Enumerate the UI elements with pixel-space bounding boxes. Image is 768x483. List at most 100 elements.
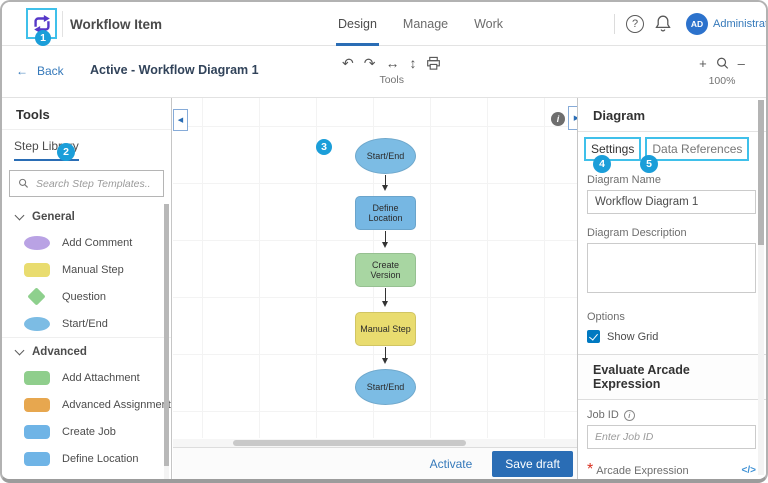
callout-badge-3: 3	[316, 139, 332, 155]
divider	[62, 11, 63, 37]
step-template-item[interactable]: Start/End	[2, 310, 171, 337]
ellipse-shape-icon	[24, 316, 50, 331]
rect-shape-icon	[24, 478, 50, 479]
flow-arrow	[380, 231, 390, 248]
rect-shape-icon	[24, 424, 50, 439]
job-id-label: Job ID	[587, 409, 619, 421]
diagram-description-label: Diagram Description	[587, 227, 687, 239]
step-template-label: Question	[62, 290, 107, 303]
zoom-out-button[interactable]: –	[737, 56, 745, 71]
tools-panel-title: Tools	[2, 98, 171, 130]
top-bar: Workflow Item Design Manage Work ? AD Ad…	[2, 2, 766, 46]
step-template-item[interactable]: Define Location	[2, 445, 171, 472]
help-icon[interactable]: ?	[626, 15, 644, 33]
diagram-node[interactable]: Start/End	[355, 369, 416, 405]
ellipse-shape-icon	[24, 235, 50, 250]
section-label: Advanced	[32, 346, 87, 358]
callout-badge-4: 4	[593, 155, 611, 173]
tab-data-references[interactable]: Data References	[645, 137, 750, 161]
diagram-node[interactable]: Manual Step	[355, 312, 416, 346]
step-template-item[interactable]: Add Attachment	[2, 364, 171, 391]
fit-height-icon[interactable]: ↕	[409, 55, 417, 71]
chevron-down-icon	[14, 345, 25, 356]
zoom-group: + – 100%	[694, 56, 750, 87]
step-template-item[interactable]: Run GP Service	[2, 472, 171, 479]
settings-form: Diagram Name Diagram Description Options…	[578, 174, 766, 479]
search-icon	[19, 178, 29, 188]
arcade-section-header: Evaluate Arcade Expression	[578, 354, 766, 400]
step-template-item[interactable]: Question	[2, 283, 171, 310]
rect-shape-icon	[24, 451, 50, 466]
code-editor-icon[interactable]: </>	[741, 464, 756, 476]
canvas-footer: Activate Save draft	[173, 447, 577, 479]
section-header[interactable]: General	[2, 203, 171, 229]
step-template-item[interactable]: Manual Step	[2, 256, 171, 283]
scrollbar-thumb[interactable]	[233, 440, 466, 446]
workflow-diagram-icon	[33, 14, 50, 33]
show-grid-label: Show Grid	[607, 330, 659, 343]
section-header[interactable]: Advanced	[2, 337, 171, 364]
diagram-panel-tabs: Settings Data References	[584, 137, 766, 161]
right-panel-scrollbar[interactable]	[758, 100, 764, 475]
zoom-in-button[interactable]: +	[699, 56, 707, 71]
step-template-label: Advanced Assignment	[62, 398, 171, 411]
notifications-bell-icon[interactable]	[654, 14, 672, 34]
tab-work[interactable]: Work	[474, 17, 504, 31]
breadcrumb: Active - Workflow Diagram 1	[90, 63, 259, 77]
scrollbar-thumb[interactable]	[164, 204, 169, 466]
left-panel-scrollbar[interactable]	[164, 204, 169, 479]
job-id-field[interactable]	[587, 425, 756, 449]
step-template-label: Start/End	[62, 317, 108, 330]
chevron-down-icon	[14, 210, 25, 221]
step-template-label: Add Comment	[62, 236, 133, 249]
back-button[interactable]: ←Back	[16, 64, 64, 78]
save-draft-button[interactable]: Save draft	[492, 451, 573, 477]
section-label: General	[32, 211, 75, 223]
redo-icon[interactable]: ↷	[363, 55, 376, 71]
tools-caption: Tools	[379, 74, 404, 86]
collapse-left-panel-button[interactable]: ◀	[173, 109, 188, 131]
show-grid-option: Show Grid	[587, 330, 757, 343]
tab-manage[interactable]: Manage	[402, 17, 449, 31]
diagram-toolbar: ←Back Active - Workflow Diagram 1 ↶ ↷ ↔ …	[2, 46, 766, 98]
diagram-node[interactable]: Create Version	[355, 253, 416, 287]
diagram-node[interactable]: Start/End	[355, 138, 416, 174]
user-name-link[interactable]: Administrator	[713, 18, 768, 30]
step-template-item[interactable]: Add Comment	[2, 229, 171, 256]
tab-design[interactable]: Design	[336, 2, 379, 46]
step-template-label: Add Attachment	[62, 371, 140, 384]
search-input[interactable]	[36, 177, 151, 190]
callout-badge-5: 5	[640, 155, 658, 173]
activate-button[interactable]: Activate	[429, 457, 473, 471]
step-search-box	[9, 170, 164, 197]
diagram-name-field[interactable]	[587, 190, 756, 214]
scrollbar-thumb[interactable]	[758, 100, 764, 245]
undo-icon[interactable]: ↶	[342, 55, 354, 71]
print-icon[interactable]	[426, 56, 441, 71]
flow-arrow	[380, 288, 390, 307]
job-id-info-icon[interactable]: i	[623, 409, 635, 421]
step-template-label: Create Job	[62, 425, 116, 438]
rect-shape-icon	[24, 370, 50, 385]
callout-badge-1: 1	[35, 30, 51, 46]
arcade-expression-label: Arcade Expression	[596, 465, 689, 477]
diagram-name-label: Diagram Name	[587, 174, 661, 186]
tab-settings[interactable]: Settings	[584, 137, 642, 161]
magnifier-icon[interactable]	[715, 56, 730, 71]
diagram-description-field[interactable]	[587, 243, 756, 293]
canvas-horizontal-scrollbar[interactable]	[173, 439, 577, 447]
rect-shape-icon	[24, 397, 50, 412]
info-icon[interactable]: i	[551, 112, 565, 126]
diagram-panel-title: Diagram	[578, 98, 766, 132]
fit-width-icon[interactable]: ↔	[385, 55, 400, 71]
step-template-item[interactable]: Advanced Assignment	[2, 391, 171, 418]
step-template-item[interactable]: Create Job	[2, 418, 171, 445]
diagram-node[interactable]: Define Location	[355, 196, 416, 230]
flow-arrow	[380, 347, 390, 364]
page-title: Workflow Item	[70, 17, 163, 32]
show-grid-checkbox[interactable]	[587, 330, 600, 343]
avatar[interactable]: AD	[686, 13, 708, 35]
